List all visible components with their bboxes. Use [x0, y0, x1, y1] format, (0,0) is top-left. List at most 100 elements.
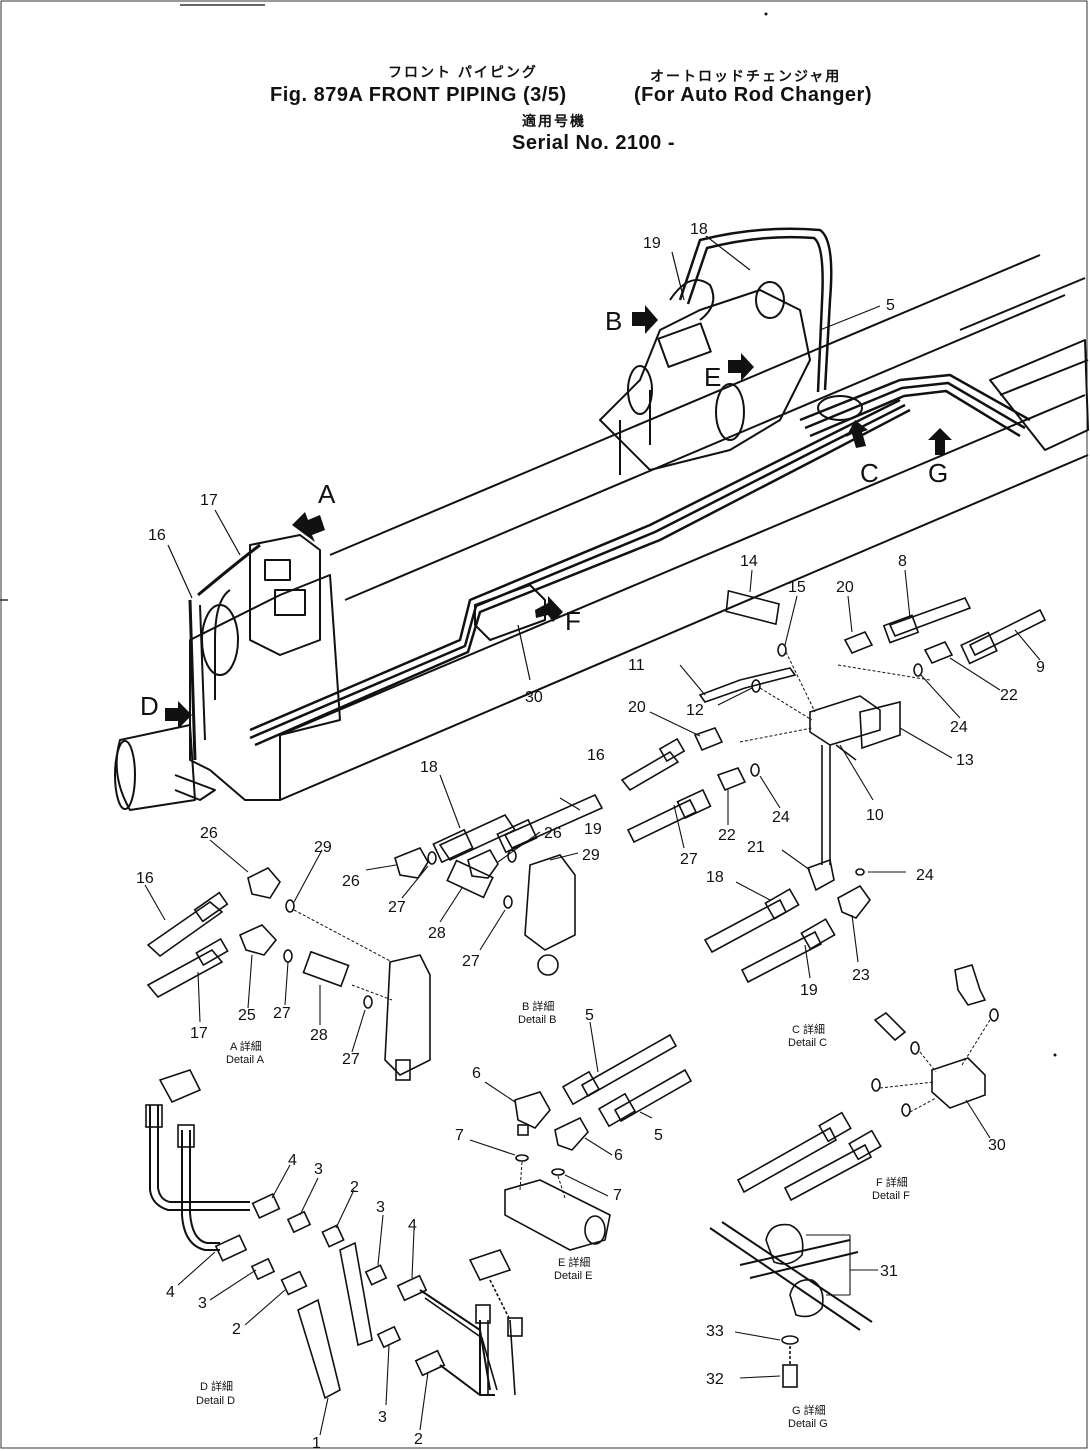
callout-20-top: 20	[836, 579, 854, 596]
callout-25-a: 25	[238, 1007, 256, 1024]
callout-17-main: 17	[200, 492, 218, 509]
arrow-label-d: D	[140, 691, 159, 721]
hose-27-c	[626, 798, 698, 844]
adapter-28-b	[446, 859, 494, 899]
note-japanese: オートロッドチェンジャ用	[650, 68, 842, 84]
manifold-block-10	[809, 695, 881, 746]
callout-33: 33	[706, 1323, 724, 1340]
hose-5-e1	[580, 1033, 678, 1098]
callout-16-c: 16	[587, 747, 605, 764]
nut-4-d-left	[214, 1234, 248, 1262]
callout-10: 10	[866, 807, 884, 824]
adapter-3-d1	[286, 1210, 312, 1234]
callout-19-c: 19	[800, 982, 818, 999]
callout-1: 1	[312, 1435, 321, 1451]
bolt-14	[725, 589, 780, 626]
elbow-23	[837, 884, 871, 919]
detail-e-label: Detail E	[554, 1270, 593, 1282]
callout-16-a: 16	[136, 870, 154, 887]
arrow-label-g: G	[928, 458, 948, 488]
detail-d-jp: D 詳細	[200, 1379, 233, 1393]
arrow-label-a: A	[318, 479, 336, 509]
callout-17-a: 17	[190, 1025, 208, 1042]
pipe-to-g	[799, 373, 1031, 422]
hose-17-detail-a	[146, 948, 224, 999]
bolt-f	[873, 1011, 907, 1042]
oring-7-e2	[551, 1168, 565, 1176]
arrow-e	[728, 353, 754, 381]
oring-24-mid	[750, 763, 760, 777]
adapter-28-a	[302, 950, 350, 988]
adapter-3-d4	[376, 1325, 402, 1349]
detail-g-parts	[709, 1221, 873, 1388]
rail-upper	[329, 254, 1041, 556]
view-arrows	[165, 305, 952, 729]
callout-14: 14	[740, 553, 758, 570]
oring-24-low	[855, 868, 865, 876]
arrow-a	[292, 512, 325, 542]
callout-6-e1: 6	[472, 1065, 481, 1082]
detail-f-parts	[736, 964, 999, 1202]
callout-28-b: 28	[428, 925, 446, 942]
hose-1-d	[297, 1298, 341, 1400]
note-auto-rod-changer: (For Auto Rod Changer)	[634, 84, 873, 106]
callout-5-e2: 5	[654, 1127, 663, 1144]
front-end-box	[189, 574, 341, 801]
callout-31: 31	[880, 1263, 898, 1280]
fitting-d-right-1	[475, 1304, 491, 1324]
callout-12: 12	[686, 702, 704, 719]
callout-3-d-low: 3	[378, 1409, 387, 1426]
detail-g-label: Detail G	[788, 1418, 828, 1430]
nut-4-d-low	[414, 1349, 446, 1377]
adapter-3-d3	[364, 1264, 388, 1286]
serial-japanese: 適用号機	[522, 113, 586, 129]
hose-1-d-2	[339, 1241, 373, 1347]
callout-28-a: 28	[310, 1027, 328, 1044]
hose-16-run	[188, 599, 197, 761]
arrow-c	[846, 420, 868, 448]
connector-20-top	[843, 630, 874, 655]
detail-a-jp: A 詳細	[230, 1039, 262, 1053]
callout-2-d-top: 2	[350, 1179, 359, 1196]
valve-body-a	[384, 954, 431, 1076]
arrow-label-b: B	[605, 306, 622, 336]
callout-4-d-top: 4	[288, 1152, 297, 1169]
callout-24-low: 24	[916, 867, 934, 884]
callout-19-main: 19	[643, 235, 661, 252]
detail-f-jp: F 詳細	[876, 1175, 908, 1189]
connector-22-top	[923, 640, 954, 665]
callout-18-c: 18	[706, 869, 724, 886]
washer-f	[910, 1041, 920, 1055]
main-leaders	[167, 235, 881, 681]
oring-27-a2	[363, 995, 373, 1009]
oring-24-top	[913, 663, 923, 677]
detail-e-jp: E 詳細	[558, 1255, 590, 1269]
callout-27-a2: 27	[342, 1051, 360, 1068]
arrow-f	[535, 596, 563, 622]
detail-e-parts	[504, 1033, 693, 1251]
valve-cap-d	[158, 1069, 202, 1104]
fitting-d-right-2	[507, 1317, 523, 1337]
callout-21: 21	[747, 839, 765, 856]
oring-7-e1	[515, 1154, 529, 1162]
oring-29-b	[507, 849, 517, 863]
bolt-32	[782, 1364, 798, 1388]
callout-6-e2: 6	[614, 1147, 623, 1164]
callout-20-mid: 20	[628, 699, 646, 716]
elbow-f-top	[954, 964, 987, 1006]
elbow-6-e1	[514, 1091, 551, 1129]
elbow-26-a	[247, 867, 281, 899]
elbow-6-e2	[554, 1116, 589, 1151]
print-mark	[1053, 1053, 1057, 1057]
elbow-25-a	[238, 924, 278, 956]
block-e	[504, 1179, 611, 1251]
callout-26-b2: 26	[544, 825, 562, 842]
oring-f-low	[901, 1103, 911, 1117]
hose-5-e2	[613, 1068, 693, 1123]
callout-5-main: 5	[886, 297, 895, 314]
plate-13	[859, 700, 901, 750]
detail-g-jp: G 詳細	[792, 1403, 826, 1417]
fitting-d-top-right	[177, 1124, 195, 1148]
